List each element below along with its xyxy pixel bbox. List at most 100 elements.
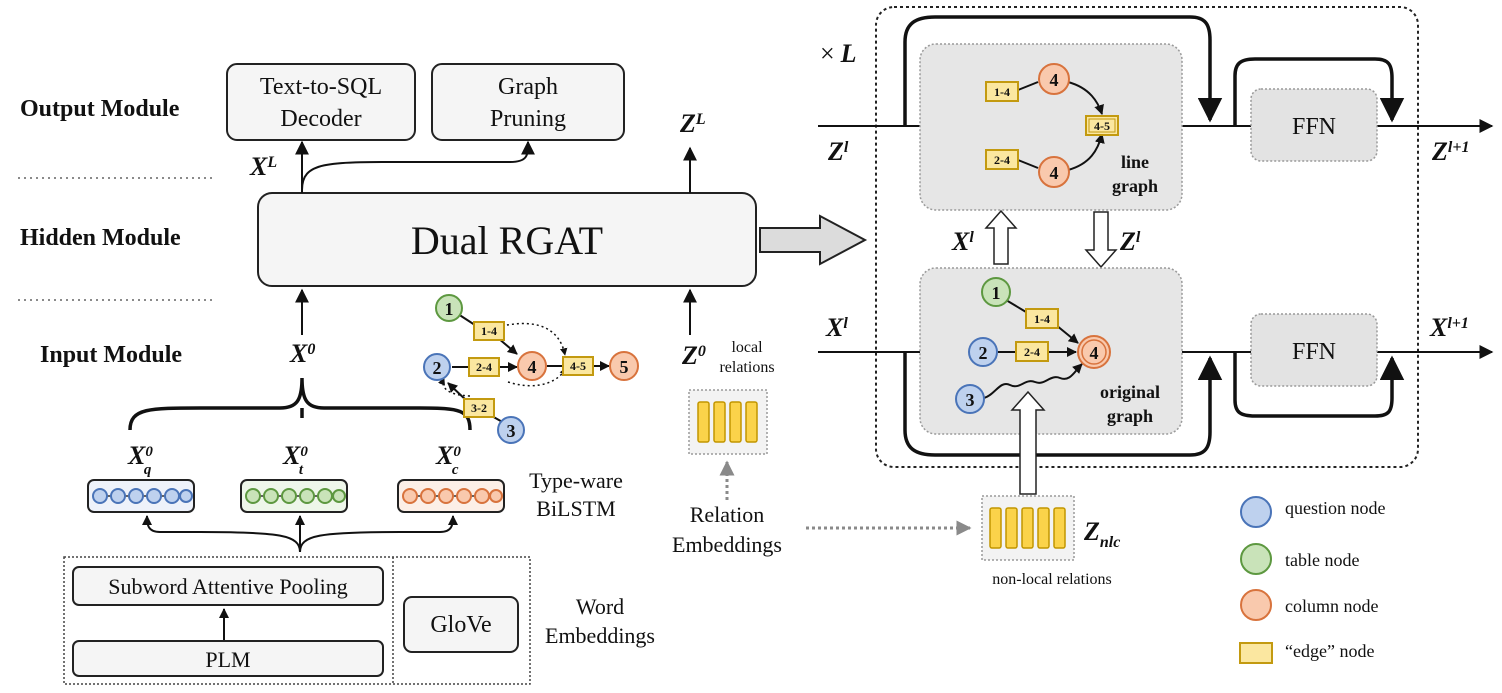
arrow-to-question-vector — [142, 515, 301, 553]
word-embeddings-label-2: Embeddings — [545, 623, 655, 648]
lg-edge-2-4-label: 2-4 — [994, 153, 1010, 167]
glove-box: GloVe — [403, 596, 519, 653]
graph-edge-2-4-label: 2-4 — [476, 360, 492, 374]
graph-node-3 — [497, 416, 525, 444]
og-table-node-1 — [981, 277, 1011, 307]
ZL-symbol: ZL — [679, 109, 706, 138]
dual-rgat-label: Dual RGAT — [411, 218, 603, 263]
ffn-bottom-label: FFN — [1292, 339, 1336, 365]
decoder-label-2: Decoder — [280, 106, 361, 132]
subword-label: Subword Attentive Pooling — [108, 574, 348, 599]
table-vector — [240, 479, 348, 513]
legend-edge-label: “edge” node — [1285, 641, 1374, 661]
bilstm-label-2: BiLSTM — [536, 496, 615, 521]
graph-node-4 — [517, 351, 547, 381]
pruning-label-2: Pruning — [490, 106, 566, 132]
lg-column-node-b — [1038, 156, 1070, 188]
relation-embeddings-label-1: Relation — [690, 502, 765, 527]
hollow-arrow-down — [1084, 211, 1118, 269]
column-vector — [397, 479, 505, 513]
decoder-label-1: Text-to-SQL — [260, 74, 382, 100]
lg-edge-2-4 — [985, 149, 1019, 170]
graph-node-1 — [435, 294, 463, 322]
Zl-mid-symbol: Zl — [1119, 227, 1141, 256]
top-residual — [903, 15, 1223, 126]
og-question-node-2-label: 2 — [979, 343, 988, 363]
graph-edge-1-4-label: 1-4 — [481, 324, 497, 338]
lg-column-node-b-label: 4 — [1050, 163, 1059, 183]
subword-pooling-box: Subword Attentive Pooling — [72, 566, 384, 606]
example-graph: 1 2 3 4 5 1-4 2-4 4-5 3-2 — [423, 294, 639, 444]
graph-pruning-box: Graph Pruning — [431, 63, 625, 141]
legend-question-label: question node — [1285, 498, 1386, 518]
lg-column-node-a-label: 4 — [1050, 70, 1059, 90]
pruning-label-1: Graph — [498, 74, 558, 100]
og-edge-2-4-label: 2-4 — [1024, 345, 1040, 359]
og-edge-1-4-label: 1-4 — [1034, 312, 1050, 326]
Z0-symbol: Z0 — [681, 341, 706, 370]
bottom-residual — [903, 352, 1223, 457]
line-graph-inner: 1-4 2-4 4-5 4 4 — [985, 63, 1119, 188]
local-relations-embedding — [688, 389, 768, 455]
hollow-arrow-up — [984, 209, 1018, 265]
legend: question node table node column node “ed… — [1239, 496, 1386, 664]
graph-node-5 — [609, 351, 639, 381]
plm-box: PLM — [72, 640, 384, 677]
relation-embeddings-label-2: Embeddings — [672, 532, 782, 557]
Znlc-symbol: Znlc — [1083, 517, 1120, 551]
Xl-mid-symbol: Xl — [951, 227, 974, 256]
og-edge-1-4 — [1025, 308, 1059, 329]
graph-edge-4-5-label: 4-5 — [570, 359, 586, 373]
original-graph-label-1: original — [1100, 382, 1160, 402]
ffn-bottom-box: FFN — [1250, 313, 1378, 387]
Xl-left-symbol: Xl — [825, 313, 848, 342]
times-L: ×L — [820, 39, 857, 68]
Xl1-symbol: Xl+1 — [1429, 313, 1469, 342]
legend-table-label: table node — [1285, 550, 1359, 570]
merge-brace — [128, 377, 472, 431]
graph-edge-1-4 — [473, 321, 505, 341]
og-column-node-4-label: 4 — [1090, 343, 1099, 363]
question-vector — [87, 479, 195, 513]
legend-question-swatch — [1240, 496, 1272, 528]
legend-table-swatch — [1240, 543, 1272, 575]
big-arrow-right — [759, 214, 868, 266]
og-table-node-1-label: 1 — [992, 283, 1001, 303]
lg-column-node-a — [1038, 63, 1070, 95]
word-embeddings-label-1: Word — [576, 594, 624, 619]
hollow-arrow-nonlocal — [1010, 390, 1046, 495]
local-relations-label-2: relations — [719, 359, 774, 376]
legend-column-swatch — [1240, 589, 1272, 621]
output-module-label: Output Module — [20, 96, 180, 122]
nonlocal-relations-embedding — [981, 495, 1075, 561]
non-local-relations-label: non-local relations — [992, 571, 1112, 588]
dual-rgat-box: Dual RGAT — [257, 192, 757, 287]
ffn-top-box: FFN — [1250, 88, 1378, 162]
graph-node-4-label: 4 — [528, 357, 537, 377]
legend-column-label: column node — [1285, 596, 1378, 616]
lg-edge-4-5 — [1085, 115, 1119, 136]
X0-symbol: X0 — [289, 339, 315, 368]
XL-symbol: XL — [249, 152, 277, 181]
original-graph-inner: 1 2 3 1-4 2-4 4 — [955, 277, 1111, 414]
line-graph-label-1: line — [1121, 152, 1149, 172]
og-question-node-2 — [968, 337, 998, 367]
bilstm-label-1: Type-ware — [529, 468, 623, 493]
bottom-ffn-residual — [1233, 352, 1405, 418]
graph-node-5-label: 5 — [620, 357, 629, 377]
Zl1-symbol: Zl+1 — [1431, 137, 1469, 166]
og-question-node-3-label: 3 — [966, 390, 975, 410]
top-ffn-residual — [1233, 57, 1405, 126]
arrow-to-column-vector — [299, 515, 458, 553]
graph-node-2-label: 2 — [433, 358, 442, 378]
graph-edge-4-5 — [562, 356, 594, 376]
line-graph-label-2: graph — [1112, 176, 1158, 196]
graph-node-3-label: 3 — [507, 421, 516, 441]
plm-label: PLM — [205, 647, 250, 672]
arrow-to-pruning — [301, 140, 535, 191]
rgat-layer-frame — [875, 6, 1419, 468]
graph-node-1-label: 1 — [445, 299, 454, 319]
